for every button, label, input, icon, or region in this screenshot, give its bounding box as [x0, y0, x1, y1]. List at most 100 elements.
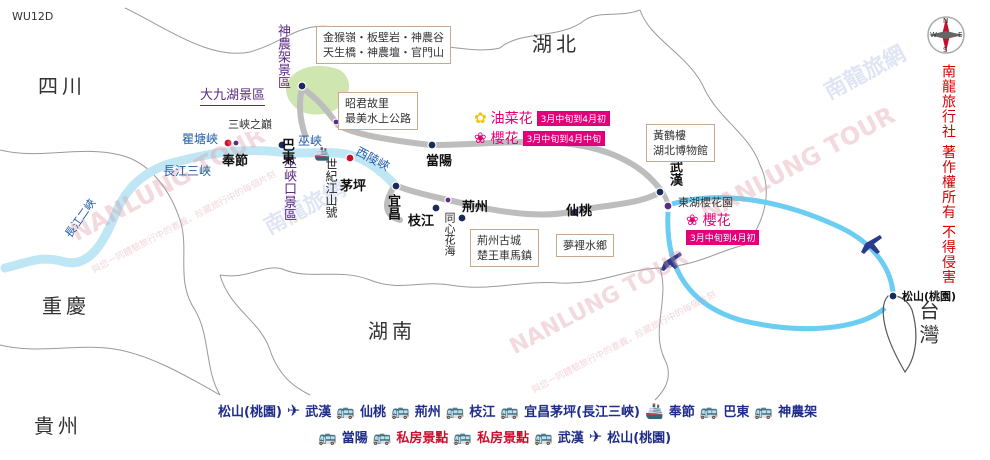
itinerary-stop: 武漢 — [305, 405, 332, 420]
airplane-icon: ✈ — [588, 427, 603, 446]
itinerary-stop: 神農架 — [778, 405, 818, 420]
bus-icon: 🚌 — [318, 427, 337, 446]
bus-icon: 🚌 — [372, 427, 392, 446]
border-hubei-south — [219, 244, 746, 288]
bus-icon: 🚌 — [445, 401, 465, 420]
city-dangyang: 當陽 — [426, 154, 453, 169]
yangtze-river — [0, 146, 400, 273]
attraction-line: 荊州古城 — [477, 234, 521, 247]
attraction-line: 楚王車馬鎮 — [477, 249, 532, 262]
ship-name: 世紀江山號 — [324, 158, 338, 218]
cherry-blossom-icon: ❀ — [686, 211, 699, 229]
bus-icon: 🚌 — [534, 427, 553, 446]
taiwan-island — [882, 295, 917, 374]
attraction-line: 湖北博物館 — [653, 144, 708, 157]
scenic-qutang: 瞿塘峽 — [182, 132, 219, 146]
flower-rapeseed-name: 油菜花 — [490, 111, 533, 127]
itinerary-row-2: 🚌當陽🚌私房景點🚌私房景點🚌武漢✈松山(桃園) — [318, 427, 671, 446]
dot-zhijiang[interactable] — [431, 203, 441, 213]
cherry-blossom-icon: ❀ — [474, 129, 487, 147]
bus-icon: 🚌 — [391, 401, 410, 420]
dot-shennongjia[interactable] — [297, 81, 307, 91]
cruise-ship-icon: 🚢 — [314, 147, 331, 162]
compass-icon — [927, 16, 965, 54]
city-yichang: 宜昌 — [385, 194, 400, 220]
itinerary-stop: 荊州 — [414, 405, 441, 420]
itinerary-stop: 武漢 — [557, 431, 584, 446]
dot-wuhan[interactable] — [655, 187, 665, 197]
bus-icon: 🚌 — [500, 401, 520, 420]
itinerary-stop: 松山(桃園) — [607, 431, 672, 446]
copyright-notice: 南龍旅行社 著作權所有 不得侵害 — [940, 64, 956, 285]
border-hunan-east — [654, 267, 669, 401]
bus-icon: 🚌 — [699, 401, 719, 420]
flower-cherry: ❀ 櫻花 3月中旬到4月中旬 — [474, 128, 606, 148]
border-chongqing — [0, 149, 221, 396]
rapeseed-flower-icon: ✿ — [474, 109, 487, 127]
dot-qutang[interactable] — [232, 139, 240, 147]
itinerary-stop: 奉節 — [668, 405, 695, 420]
city-badong: 巴東 — [279, 138, 294, 164]
dot-dangyang[interactable] — [427, 140, 437, 150]
flower-cherry-wuhan-name: 櫻花 — [702, 213, 731, 229]
itinerary-row-1: 松山(桃園)✈武漢🚌仙桃🚌荊州🚌枝江🚌宜昌茅坪(長江三峽)🚢奉節🚌巴東🚌神農架 — [218, 401, 817, 420]
attraction-line: 昭君故里 — [345, 97, 389, 110]
flight-route-out — [671, 195, 896, 293]
flower-cherry-wuhan: ❀ 櫻花 — [686, 210, 731, 230]
dot-xiantao[interactable] — [570, 207, 580, 217]
city-fengjie: 奉節 — [222, 154, 249, 169]
scenic-tongxin: 同心花海 — [443, 212, 456, 256]
flower-cherry-wuhan-period: 3月中旬到4月初 — [686, 230, 760, 245]
city-zhijiang: 枝江 — [408, 214, 435, 229]
compass-s: S — [943, 46, 948, 54]
bus-icon: 🚌 — [754, 401, 774, 420]
scenic-changjiang-sanxia: 長江三峽 — [163, 164, 212, 178]
border-guizhou — [0, 344, 221, 396]
itinerary-stop: 私房景點 — [477, 431, 530, 446]
border-hubei-east — [639, 9, 767, 246]
attraction-line: 天生橋・神農壇・官門山 — [323, 46, 444, 59]
dot-tongxin[interactable] — [444, 196, 452, 204]
itinerary-stop: 仙桃 — [360, 405, 387, 420]
itinerary-stop: 私房景點 — [396, 431, 449, 446]
dot-maoping[interactable] — [345, 153, 355, 163]
itinerary-stop: 巴東 — [723, 405, 750, 420]
attraction-donghu: 東湖櫻花園 — [678, 196, 733, 209]
scenic-wuxia: 巫峽 — [298, 134, 323, 148]
city-xiantao: 仙桃 — [566, 204, 593, 219]
province-hubei: 湖北 — [532, 32, 580, 56]
city-songshan: 松山(桃園) — [902, 290, 957, 303]
compass-n: N — [943, 17, 949, 25]
bus-icon: 🚌 — [336, 401, 355, 420]
dot-badong[interactable] — [277, 140, 287, 150]
itinerary-stop: 宜昌茅坪(長江三峽) — [524, 405, 640, 420]
scenic-dajiuhu: 大九湖景區 — [200, 84, 266, 106]
province-chongqing: 重慶 — [42, 294, 90, 318]
attraction-box-wuhan: 黃鶴樓 湖北博物館 — [646, 124, 715, 162]
province-guizhou: 貴州 — [34, 414, 82, 438]
city-wuhan: 武漢 — [667, 160, 682, 186]
map-code: WU12D — [12, 10, 54, 23]
border-hubei-north — [499, 9, 641, 49]
airplane-icon — [861, 235, 882, 254]
itinerary-stop: 當陽 — [341, 431, 368, 446]
attraction-line: 最美水上公路 — [345, 112, 411, 125]
city-jingzhou: 荊州 — [462, 200, 489, 215]
dot-jingzhou[interactable] — [457, 213, 467, 223]
city-maoping: 茅坪 — [340, 179, 367, 194]
dot-songshan[interactable] — [888, 291, 898, 301]
dot-fengjie[interactable] — [223, 138, 233, 148]
scenic-wuxia-kou: 巫峽口景區 — [281, 156, 296, 221]
flower-cherry-name: 櫻花 — [490, 131, 519, 147]
flower-cherry-period: 3月中旬到4月中旬 — [522, 130, 606, 146]
compass-w: W — [930, 31, 937, 39]
airplane-icon — [661, 252, 682, 271]
border-hunan-west — [219, 274, 311, 396]
dot-donghu[interactable] — [663, 201, 673, 211]
dot-yichang[interactable] — [391, 181, 401, 191]
province-hunan: 湖南 — [368, 319, 416, 343]
attraction-line: 金猴嶺・板壁岩・神農谷 — [323, 31, 444, 44]
itinerary-stop: 枝江 — [469, 405, 496, 420]
province-taiwan: 台灣 — [916, 300, 940, 348]
